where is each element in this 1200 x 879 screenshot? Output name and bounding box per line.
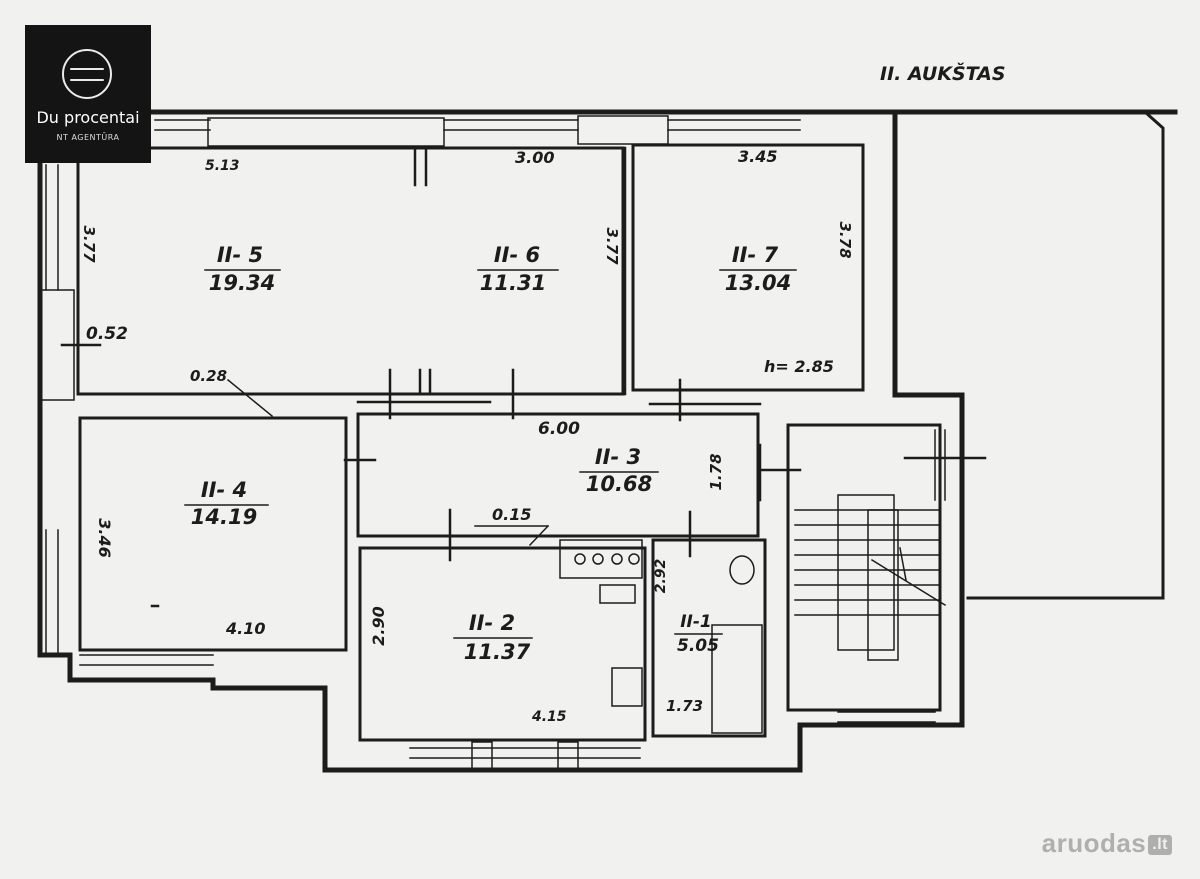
windows [39, 115, 946, 771]
room-area-II-6: 11.31 [480, 271, 546, 295]
outer-walls [37, 109, 1178, 773]
dim-label: 4.15 [531, 709, 567, 725]
dim-label: 3.77 [603, 227, 621, 265]
dim-label: 0.28 [190, 367, 227, 385]
leader-lines [184, 269, 797, 639]
watermark-tld: .lt [1148, 835, 1172, 855]
dim-label: 0.15 [492, 505, 531, 524]
room-id-II-3: II- 3 [595, 445, 641, 469]
balcony-outline [893, 110, 1165, 600]
room-outlines [76, 143, 942, 742]
dim-label: h= 2.85 [764, 357, 834, 376]
room-area-II-4: 14.19 [191, 505, 257, 529]
dim-label: 0.52 [86, 324, 128, 344]
dimension-labels: 5.13 3.00 3.45 3.77 3.77 3.78 0.52 0.28 … [80, 147, 854, 725]
dim-label: 2.90 [369, 606, 388, 645]
dim-label: 3.77 [80, 225, 98, 263]
dim-label: 3.78 [836, 221, 854, 258]
floor-label: II. AUKŠTAS [880, 61, 1006, 85]
fixtures [559, 539, 763, 734]
room-area-II-3: 10.68 [586, 472, 652, 496]
logo-name: Du procentai [36, 108, 140, 127]
logo-emblem-icon [62, 49, 112, 99]
room-labels: II- 5 19.34 II- 6 11.31 II- 7 13.04 II- … [191, 243, 791, 664]
room-area-II-2: 11.37 [464, 640, 531, 664]
partitions [60, 146, 987, 608]
aruodas-watermark: aruodas.lt [1042, 828, 1172, 859]
dim-label: 6.00 [538, 419, 580, 439]
dim-label: 1.73 [666, 697, 703, 715]
room-id-II-5: II- 5 [217, 243, 263, 267]
watermark-text: aruodas [1041, 828, 1147, 858]
dim-label: 1.78 [707, 453, 725, 490]
dim-label: 3.00 [515, 148, 554, 167]
room-id-II-7: II- 7 [732, 243, 779, 267]
dim-label: 4.10 [225, 619, 265, 638]
room-area-II-5: 19.34 [209, 271, 275, 295]
dim-label: 3.46 [95, 518, 114, 557]
room-area-II-1: 5.05 [677, 636, 719, 656]
logo-subtitle: NT AGENTŪRA [56, 133, 120, 142]
dim-label: 3.45 [738, 147, 777, 166]
room-id-II-6: II- 6 [494, 243, 540, 267]
room-id-II-1: II-1 [680, 612, 712, 632]
room-area-II-7: 13.04 [725, 271, 791, 295]
room-id-II-2: II- 2 [469, 611, 515, 635]
agency-logo: Du procentai NT AGENTŪRA [25, 25, 151, 163]
dim-label: 5.13 [205, 158, 240, 174]
staircase [794, 494, 947, 661]
dim-label: 2.92 [653, 559, 669, 594]
room-id-II-4: II- 4 [201, 478, 247, 502]
